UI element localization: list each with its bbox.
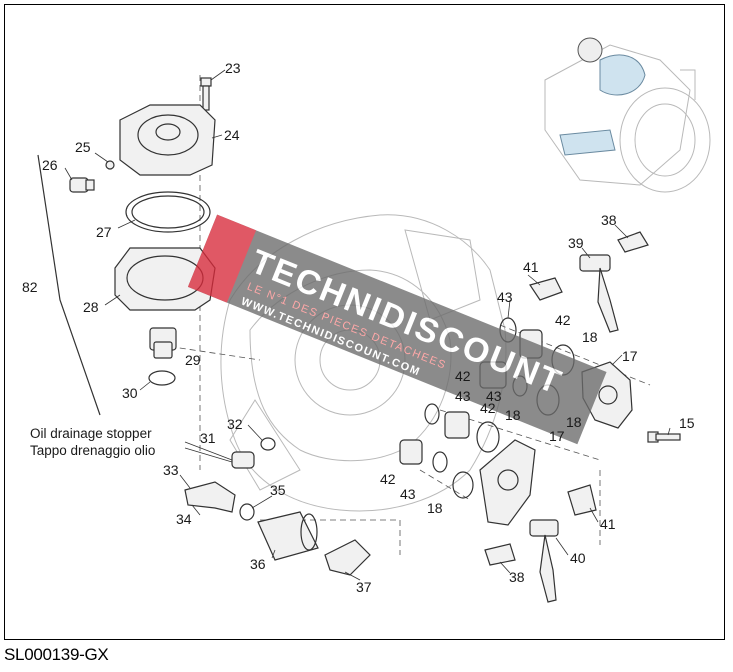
part-35-oring xyxy=(239,503,255,521)
callout-31: 31 xyxy=(200,430,216,446)
callout-18-bottom: 18 xyxy=(427,500,443,516)
callout-33: 33 xyxy=(163,462,179,478)
callout-25: 25 xyxy=(75,139,91,155)
group-82-bracket xyxy=(37,154,101,416)
callout-42-bottom: 42 xyxy=(380,471,396,487)
reference-engine-thumbnail xyxy=(544,37,711,193)
part-43-seal-4 xyxy=(432,451,448,473)
callout-36: 36 xyxy=(250,556,266,572)
part-38-fitting-top xyxy=(617,231,649,253)
part-18-oring-4 xyxy=(452,471,474,499)
part-27-gasket xyxy=(125,191,211,233)
callout-32: 32 xyxy=(227,416,243,432)
callout-41-bottom: 41 xyxy=(600,516,616,532)
part-23-screw xyxy=(200,77,212,111)
callout-42-middle: 42 xyxy=(455,368,471,384)
callout-35: 35 xyxy=(270,482,286,498)
callout-27: 27 xyxy=(96,224,112,240)
callout-labels: 23 24 25 26 27 82 28 29 30 31 32 33 34 3… xyxy=(22,60,695,595)
callout-38-bottom: 38 xyxy=(509,569,525,585)
part-15-bolt xyxy=(647,431,681,443)
callout-43-top: 43 xyxy=(497,289,513,305)
callout-18-right: 18 xyxy=(566,414,582,430)
part-36-filter xyxy=(257,511,319,561)
part-43-seal-3 xyxy=(424,403,440,425)
callout-42-lower: 42 xyxy=(480,400,496,416)
callout-17-lower: 17 xyxy=(549,428,565,444)
part-25-screw xyxy=(105,160,115,170)
part-40-valve xyxy=(529,519,559,603)
callout-43-middle: 43 xyxy=(455,388,471,404)
callout-42-upper: 42 xyxy=(555,312,571,328)
part-42-gear-lower xyxy=(444,411,470,439)
part-29-rotor xyxy=(149,327,177,359)
callout-23: 23 xyxy=(225,60,241,76)
part-42-gear-bottom xyxy=(399,439,423,465)
callout-82: 82 xyxy=(22,279,38,295)
part-38-fitting-bottom xyxy=(484,543,516,566)
part-32-washer xyxy=(260,437,276,451)
part-31-drain-plug xyxy=(231,451,255,469)
part-37-elbow xyxy=(324,539,371,576)
callout-41-top: 41 xyxy=(523,259,539,275)
callout-43-bottom: 43 xyxy=(400,486,416,502)
part-39-valve xyxy=(579,254,619,333)
diagram-caption: SL000139-GX xyxy=(4,645,109,664)
part-30-oring xyxy=(148,370,176,386)
part-41-elbow-bottom xyxy=(567,484,597,516)
callout-18-middle: 18 xyxy=(505,407,521,423)
part-34-elbow xyxy=(184,481,236,513)
callout-40: 40 xyxy=(570,550,586,566)
note-oil-drainage-it: Tappo drenaggio olio xyxy=(30,443,155,458)
callout-17-upper: 17 xyxy=(622,348,638,364)
callout-38-top: 38 xyxy=(601,212,617,228)
note-oil-drainage-en: Oil drainage stopper xyxy=(30,426,152,441)
part-17-pump-body-lower xyxy=(479,439,536,526)
part-41-elbow-top xyxy=(529,277,563,301)
leader-lines xyxy=(64,69,671,581)
part-24-cover xyxy=(119,104,216,176)
callout-24: 24 xyxy=(224,127,240,143)
callout-39: 39 xyxy=(568,235,584,251)
callout-34: 34 xyxy=(176,511,192,527)
callout-28: 28 xyxy=(83,299,99,315)
part-26-plug xyxy=(69,177,95,193)
callout-26: 26 xyxy=(42,157,58,173)
callout-29: 29 xyxy=(185,352,201,368)
callout-30: 30 xyxy=(122,385,138,401)
callout-37: 37 xyxy=(356,579,372,595)
callout-18-upper: 18 xyxy=(582,329,598,345)
part-18-oring-3 xyxy=(476,421,500,453)
callout-15: 15 xyxy=(679,415,695,431)
callout-43-right: 43 xyxy=(486,388,502,404)
